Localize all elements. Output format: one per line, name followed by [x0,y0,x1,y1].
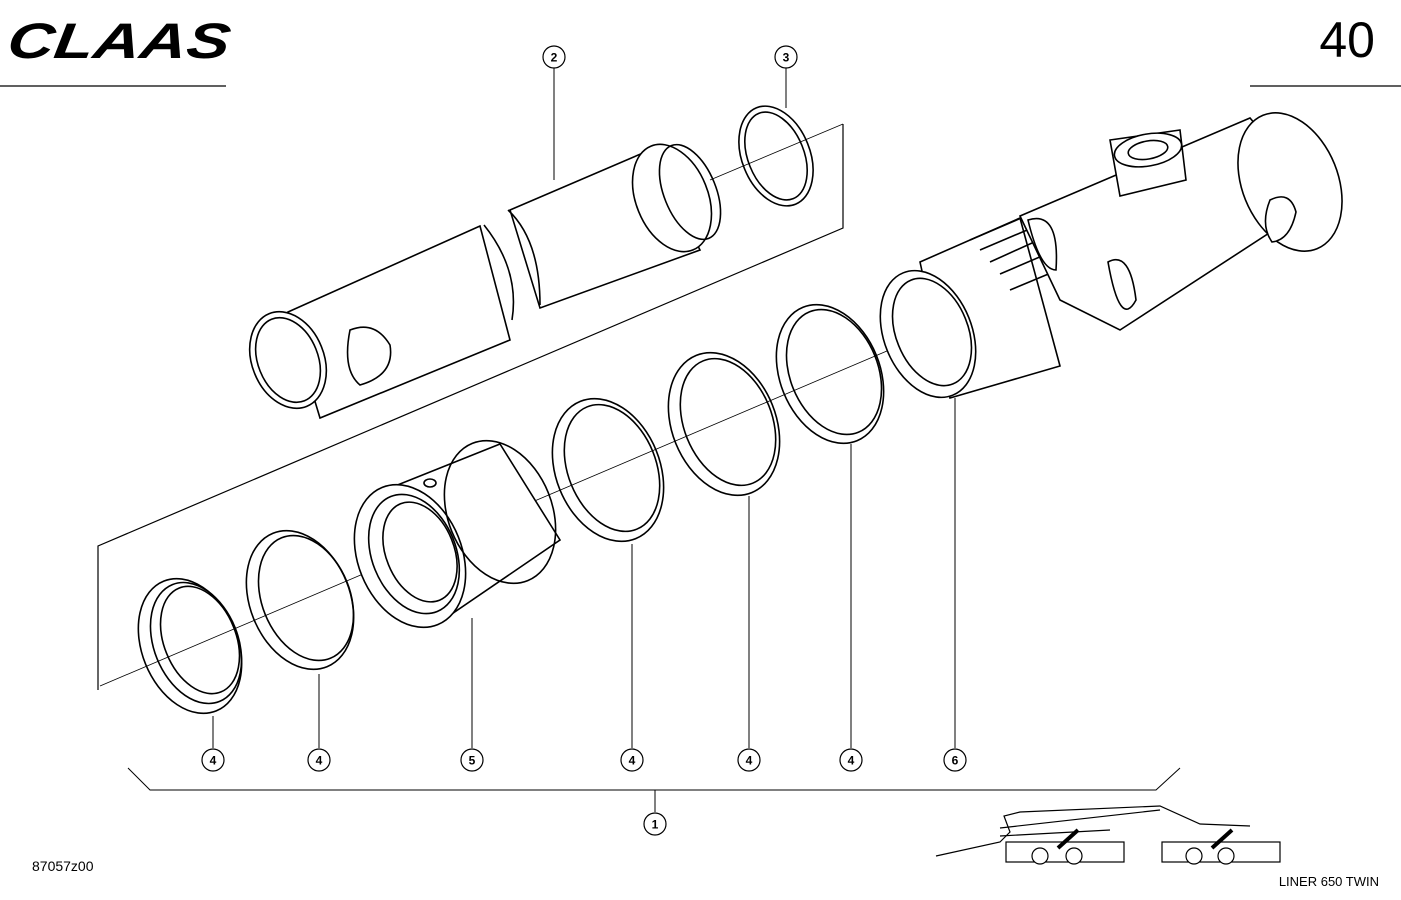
callout-4a-label: 4 [210,754,217,768]
guide-bush [353,439,562,629]
callout-4a[interactable]: 4 [201,748,225,772]
callout-4c[interactable]: 4 [620,748,644,772]
assembly-frame [97,124,844,690]
circlip [738,105,814,207]
cylinder-tube [1018,112,1343,331]
callout-6[interactable]: 6 [943,748,967,772]
seal-ring-d [667,351,781,497]
drawing-number: 87057z00 [32,858,94,874]
model-name: LINER 650 TWIN [1278,874,1379,889]
callout-5[interactable]: 5 [460,748,484,772]
callout-4d[interactable]: 4 [737,748,761,772]
axis-line-upper [709,123,844,181]
seal-ring-b [245,529,355,671]
callout-3-label: 3 [783,51,790,65]
seal-ring-e [775,303,885,445]
callout-6-label: 6 [952,754,959,768]
callout-4c-label: 4 [629,754,636,768]
callout-4b-label: 4 [316,754,323,768]
brand-logo-text: CLAAS [8,14,234,66]
rake-machine-icon [935,805,1281,865]
callout-1-label: 1 [652,818,659,832]
callout-2-label: 2 [551,51,558,65]
seal-ring-c [551,397,665,543]
claas-logo: CLAAS [8,14,234,66]
page-number: 40 [1319,12,1375,68]
piston-rod [248,143,722,420]
callout-4d-label: 4 [746,754,753,768]
group-bracket [127,767,1181,791]
callout-4e[interactable]: 4 [839,748,863,772]
piston [879,209,1061,400]
callout-1[interactable]: 1 [643,812,667,836]
callout-4b[interactable]: 4 [307,748,331,772]
seal-ring-a [137,577,243,715]
callout-3[interactable]: 3 [774,45,798,69]
callout-5-label: 5 [469,754,476,768]
callout-4e-label: 4 [848,754,855,768]
callout-2[interactable]: 2 [542,45,566,69]
